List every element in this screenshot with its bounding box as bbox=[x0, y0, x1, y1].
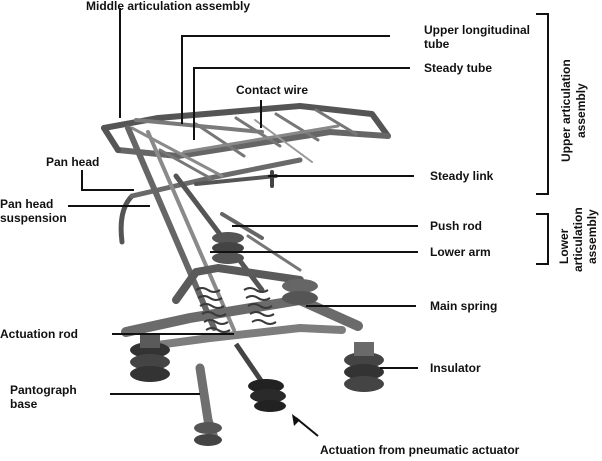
label-insulator: Insulator bbox=[430, 361, 481, 375]
label-upper-longitudinal-tube-line2: tube bbox=[424, 37, 450, 51]
group-label-lower-articulation-line3: assembly bbox=[585, 209, 599, 264]
label-pan-head-suspension-line1: Pan head bbox=[0, 197, 54, 211]
label-steady-link: Steady link bbox=[430, 169, 494, 183]
group-brackets bbox=[536, 13, 549, 265]
label-steady-tube: Steady tube bbox=[424, 61, 493, 75]
group-label-upper-articulation-line1: Upper articulation bbox=[559, 59, 573, 162]
group-label-lower-articulation-line2: articulation bbox=[571, 207, 585, 272]
label-actuation-from-pneumatic-actuator: Actuation from pneumatic actuator bbox=[320, 443, 520, 457]
leader-lines bbox=[68, 8, 418, 437]
label-middle-articulation-assembly: Middle articulation assembly bbox=[86, 0, 251, 13]
insulator-upper-right bbox=[282, 279, 318, 305]
label-pan-head: Pan head bbox=[46, 155, 100, 169]
label-contact-wire: Contact wire bbox=[236, 83, 309, 97]
label-actuation-rod: Actuation rod bbox=[0, 327, 78, 341]
label-pan-head-suspension-line2: suspension bbox=[0, 211, 67, 225]
label-upper-longitudinal-tube-line1: Upper longitudinal bbox=[424, 23, 530, 37]
pneumatic-actuator bbox=[233, 342, 286, 412]
label-pantograph-base-line2: base bbox=[10, 397, 38, 411]
insulator-right bbox=[344, 342, 384, 392]
label-pantograph-base-line1: Pantograph bbox=[10, 383, 77, 397]
group-label-upper-articulation-line2: assembly bbox=[574, 83, 588, 138]
label-lower-arm: Lower arm bbox=[430, 245, 491, 259]
pan-head-frame bbox=[101, 103, 391, 245]
actuation-arrow bbox=[292, 414, 300, 426]
insulator-upper-left bbox=[212, 232, 244, 264]
group-label-lower-articulation-line1: Lower bbox=[557, 228, 571, 264]
insulator-left bbox=[130, 334, 170, 382]
label-main-spring: Main spring bbox=[430, 299, 498, 313]
main-springs bbox=[195, 287, 277, 333]
label-push-rod: Push rod bbox=[430, 219, 483, 233]
base-frame bbox=[121, 264, 363, 443]
insulator-bottom bbox=[194, 422, 222, 446]
